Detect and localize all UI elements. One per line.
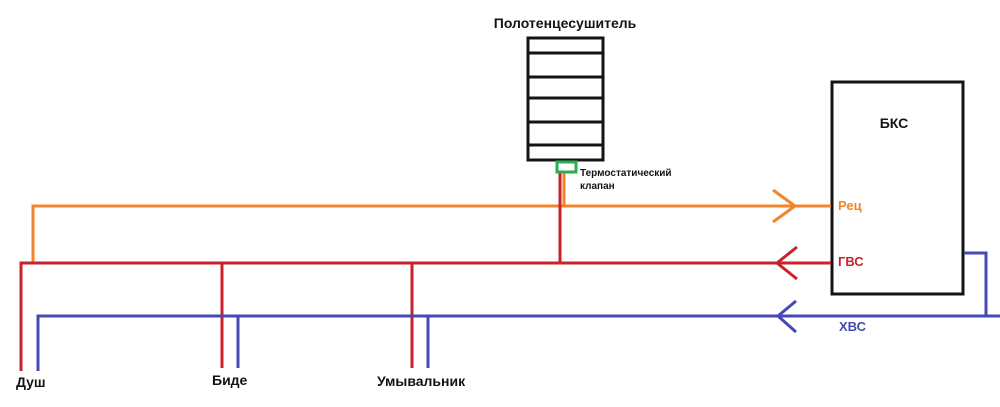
hot-water-pipe xyxy=(19,172,831,371)
cold-water-pipe xyxy=(36,251,1000,371)
cold-water-pipe-label: ХВС xyxy=(839,319,866,334)
thermostatic-valve-label: Термостатический клапан xyxy=(580,168,672,193)
bks-unit-label: БКС xyxy=(879,115,909,131)
cold-water-main-run xyxy=(36,314,1000,371)
hot-water-arrow-icon xyxy=(774,245,798,281)
recirculation-pipe-label: Рец xyxy=(838,198,862,213)
thermostatic-valve-label-line1: Термостатический xyxy=(580,168,672,179)
recirculation-arrow-icon xyxy=(772,188,798,224)
towel-radiator-label: Полотенцесушитель xyxy=(493,15,637,31)
cold-water-arrow-icon xyxy=(775,299,797,334)
bks-unit-box xyxy=(830,80,965,296)
hot-water-pipe-label: ГВС xyxy=(838,254,864,269)
thermostatic-valve xyxy=(555,160,578,174)
thermostatic-valve-label-line2: клапан xyxy=(580,180,615,192)
recirculation-pipe xyxy=(31,172,831,263)
hot-water-main-run xyxy=(19,261,831,371)
towel-radiator xyxy=(526,36,605,162)
recirculation-main-run xyxy=(31,204,831,263)
cold-water-unit-connection xyxy=(964,251,988,315)
fixture-label-washbasin: Умывальник xyxy=(377,373,466,389)
fixture-label-bidet: Биде xyxy=(212,372,248,388)
fixture-label-shower: Душ xyxy=(16,374,46,390)
